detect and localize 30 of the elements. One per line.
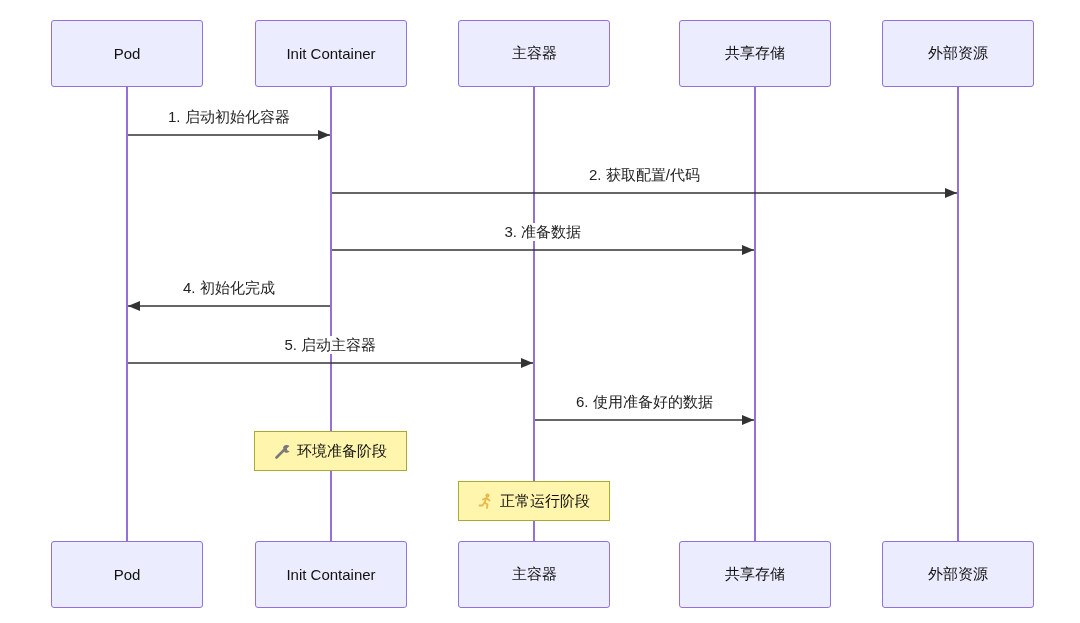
edge-label: 5. 启动主容器 bbox=[282, 336, 379, 354]
arrow bbox=[127, 301, 331, 311]
note-text: 环境准备阶段 bbox=[296, 441, 387, 461]
edge-label: 1. 启动初始化容器 bbox=[166, 108, 292, 126]
participant-box: 共享存储 bbox=[679, 541, 831, 608]
arrow bbox=[534, 415, 755, 425]
participant-box: 主容器 bbox=[458, 20, 610, 87]
note-box bbox=[254, 431, 407, 471]
edge-label: 4. 初始化完成 bbox=[181, 279, 277, 297]
lifeline bbox=[957, 87, 959, 541]
lifeline bbox=[754, 87, 756, 541]
lifeline bbox=[533, 87, 535, 541]
edge-label: 2. 获取配置/代码 bbox=[587, 166, 702, 184]
lifeline bbox=[126, 87, 128, 541]
participant-box: 外部资源 bbox=[882, 20, 1034, 87]
participant-box: Init Container bbox=[255, 20, 407, 87]
participant-box: Pod bbox=[51, 20, 203, 87]
participant-box: 主容器 bbox=[458, 541, 610, 608]
arrow bbox=[127, 358, 534, 368]
participant-box: Init Container bbox=[255, 541, 407, 608]
participant-box: 共享存储 bbox=[679, 20, 831, 87]
arrow bbox=[127, 130, 331, 140]
note-text: 正常运行阶段 bbox=[500, 491, 590, 511]
participant-box: 外部资源 bbox=[882, 541, 1034, 608]
arrow bbox=[331, 245, 755, 255]
arrow bbox=[331, 188, 958, 198]
note-box bbox=[458, 481, 610, 521]
participant-box: Pod bbox=[51, 541, 203, 608]
edge-label: 3. 准备数据 bbox=[502, 223, 584, 241]
edge-label: 6. 使用准备好的数据 bbox=[574, 393, 715, 411]
